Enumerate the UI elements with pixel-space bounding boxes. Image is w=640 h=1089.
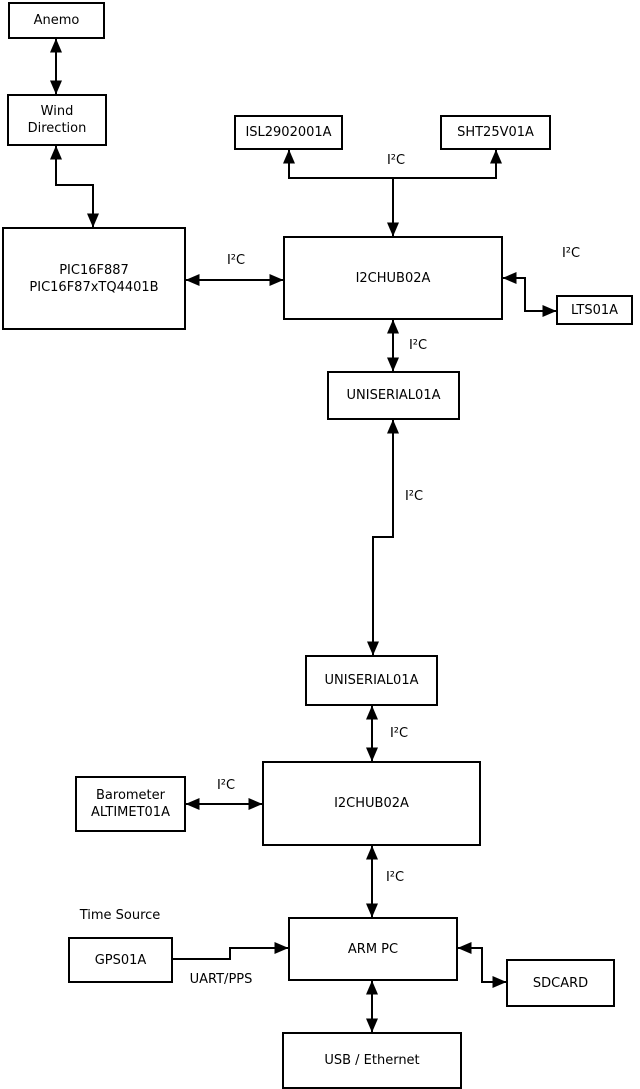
edge-armpc-sdcard [457,942,507,988]
node-sdcard: SDCARD [506,959,615,1007]
node-barometer-altimet01a: Barometer ALTIMET01A [75,776,186,832]
node-pic16f887-label-line2: PIC16F87xTQ4401B [29,279,159,295]
node-anemo-label: Anemo [33,13,80,28]
node-i2chub02a-top-label: I2CHUB02A [355,270,431,286]
edge-label-i2c-hub2-armpc: I²C [385,870,405,885]
node-sht25v01a: SHT25V01A [440,115,551,150]
node-pic16f887: PIC16F887 PIC16F87xTQ4401B [2,227,186,330]
node-i2chub02a-bottom: I2CHUB02A [262,761,481,846]
node-i2chub02a-bottom-label: I2CHUB02A [334,796,409,811]
edge-uniserial-top-uniserial-bottom [367,419,399,656]
node-barometer-label-line2: ALTIMET01A [91,805,170,820]
node-sht25v01a-label: SHT25V01A [457,125,534,140]
node-usb-ethernet: USB / Ethernet [282,1032,462,1089]
annotation-time-source: Time Source [79,908,161,923]
edge-label-i2c-hub-uniserial: I²C [408,338,428,353]
node-usb-ethernet-label: USB / Ethernet [324,1053,420,1068]
node-uniserial01a-bottom-label: UNISERIAL01A [324,673,419,688]
node-barometer-label-line1: Barometer [96,788,165,803]
node-arm-pc: ARM PC [288,917,458,981]
node-sdcard-label: SDCARD [532,975,589,991]
node-pic16f887-label-line1: PIC16F887 [59,262,129,278]
node-lts01a-label: LTS01A [570,302,619,318]
node-gps01a: GPS01A [68,937,173,983]
edge-label-uart-pps: UART/PPS [189,972,253,987]
edge-label-i2c-barometer: I²C [216,778,236,793]
edge-hub-top-lts [502,272,557,317]
edge-label-i2c-uniserial-hub2: I²C [389,726,409,741]
edge-wind-pic [50,145,99,228]
node-isl2902001a-label: ISL2902001A [245,125,332,140]
node-arm-pc-label: ARM PC [347,941,399,957]
edge-label-i2c-bus-isl-sht: I²C [386,153,406,168]
node-wind-direction: Wind Direction [7,94,107,146]
node-anemo: Anemo [8,2,105,39]
edge-label-i2c-pic-hub: I²C [226,253,246,268]
node-wind-direction-label-line1: Wind [40,104,74,119]
edge-label-i2c-uniserial-link: I²C [404,489,424,504]
node-lts01a: LTS01A [556,295,633,325]
node-wind-direction-label-line2: Direction [27,121,87,136]
edge-gps-armpc [173,942,289,960]
node-uniserial01a-top: UNISERIAL01A [327,371,460,420]
node-uniserial01a-top-label: UNISERIAL01A [346,388,441,403]
node-isl2902001a: ISL2902001A [234,115,343,150]
node-gps01a-label: GPS01A [94,952,147,968]
node-uniserial01a-bottom: UNISERIAL01A [305,655,438,706]
node-i2chub02a-top: I2CHUB02A [283,236,503,320]
edge-label-i2c-lts: I²C [561,246,581,261]
